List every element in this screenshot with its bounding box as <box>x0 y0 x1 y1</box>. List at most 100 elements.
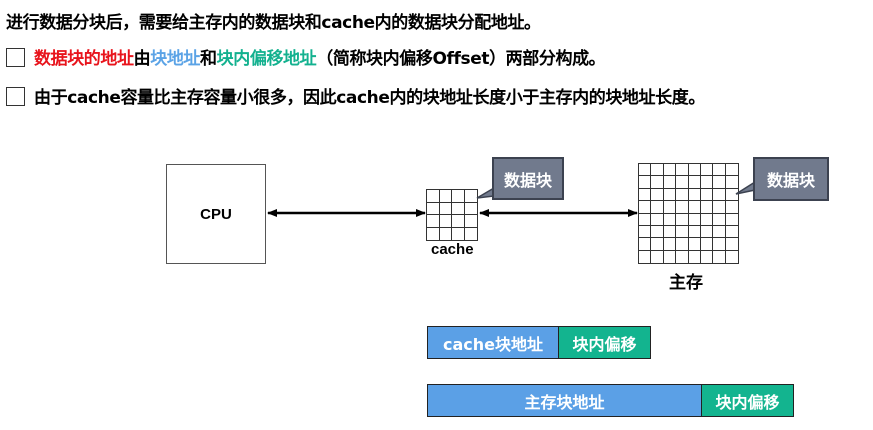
checkbox[interactable] <box>6 48 25 67</box>
highlight-block-data-address: 数据块的地址 <box>34 49 134 69</box>
bullet-address-length: 由于cache容量比主存容量小很多，因此cache内的块地址长度小于主存内的块地… <box>6 83 705 108</box>
grid-cell <box>688 213 701 226</box>
grid-cell <box>452 227 465 240</box>
grid-cell <box>713 238 726 251</box>
grid-cell <box>464 215 477 228</box>
grid-cell <box>700 238 714 251</box>
grid-cell <box>651 188 664 202</box>
checkbox[interactable] <box>6 87 25 106</box>
grid-cell <box>663 164 677 177</box>
text-plain: 由 <box>133 49 151 69</box>
memory-address-format: 主存块地址 块内偏移 <box>427 384 794 417</box>
grid-cell <box>651 250 664 263</box>
cache-address-format: cache块地址 块内偏移 <box>427 326 651 359</box>
grid-cell <box>676 213 689 226</box>
grid-cell <box>700 164 714 177</box>
grid-cell <box>427 227 440 240</box>
grid-cell <box>439 215 452 228</box>
grid-cell <box>427 202 440 215</box>
grid-cell <box>676 176 689 189</box>
grid-cell <box>663 201 677 214</box>
grid-cell <box>639 201 652 214</box>
grid-cell <box>639 238 652 251</box>
highlight-block-address: 块地址 <box>150 49 201 69</box>
grid-cell <box>651 213 664 226</box>
grid-cell <box>725 226 738 239</box>
grid-cell <box>452 215 465 228</box>
grid-cell <box>663 213 677 226</box>
grid-cell <box>427 190 440 203</box>
grid-cell <box>651 164 664 177</box>
grid-cell <box>713 176 726 189</box>
grid-cell <box>676 201 689 214</box>
grid-cell <box>464 203 477 215</box>
grid-cell <box>663 176 677 189</box>
cache-block-address-field: cache块地址 <box>428 327 558 358</box>
grid-cell <box>639 213 652 226</box>
grid-cell <box>464 190 477 203</box>
grid-cell <box>688 201 701 214</box>
grid-cell <box>713 213 726 226</box>
grid-cell <box>676 164 689 177</box>
grid-cell <box>713 164 726 177</box>
grid-cell <box>700 201 714 214</box>
grid-cell <box>725 189 738 202</box>
intro-text: 进行数据分块后，需要给主存内的数据块和cache内的数据块分配地址。 <box>6 13 541 33</box>
grid-cell <box>651 201 664 214</box>
bullet-text: 由于cache容量比主存容量小很多，因此cache内的块地址长度小于主存内的块地… <box>34 88 705 108</box>
cpu-label: CPU <box>200 205 232 223</box>
grid-cell <box>676 250 689 263</box>
memory-data-block-callout: 数据块 <box>753 157 829 201</box>
grid-cell <box>676 238 689 251</box>
grid-cell <box>651 225 664 239</box>
grid-cell <box>439 202 452 215</box>
grid-cell <box>639 250 652 263</box>
grid-cell <box>725 201 738 214</box>
grid-cell <box>452 190 465 203</box>
grid-cell <box>713 188 726 202</box>
memory-offset-field: 块内偏移 <box>701 385 793 416</box>
grid-cell <box>639 188 652 202</box>
grid-cell <box>676 225 689 239</box>
text-plain: （简称块内偏移Offset）两部分构成。 <box>316 49 606 69</box>
memory-label: 主存 <box>669 273 703 293</box>
grid-cell <box>439 190 452 203</box>
grid-cell <box>713 201 726 214</box>
grid-cell <box>688 238 701 251</box>
grid-cell <box>689 250 701 263</box>
grid-cell <box>725 214 738 226</box>
grid-cell <box>688 164 701 177</box>
grid-cell <box>663 225 677 239</box>
grid-cell <box>688 188 701 202</box>
grid-cell <box>639 164 652 177</box>
grid-cell <box>700 225 714 239</box>
grid-cell <box>663 188 677 202</box>
grid-cell <box>663 238 677 251</box>
cache-grid <box>426 189 478 241</box>
bullet-address-composition: 数据块的地址由块地址和块内偏移地址（简称块内偏移Offset）两部分构成。 <box>6 44 606 69</box>
text-plain: 和 <box>200 49 217 69</box>
grid-cell <box>452 202 465 215</box>
grid-cell <box>440 227 452 240</box>
grid-cell <box>725 238 738 251</box>
cpu-box: CPU <box>166 164 266 264</box>
grid-cell <box>700 188 714 202</box>
grid-cell <box>664 250 677 263</box>
grid-cell <box>725 176 738 189</box>
grid-cell <box>639 176 652 189</box>
grid-cell <box>651 176 664 189</box>
memory-block-address-field: 主存块地址 <box>428 385 701 416</box>
cache-data-block-callout: 数据块 <box>492 157 564 200</box>
memory-grid <box>638 163 739 264</box>
highlight-offset-address: 块内偏移地址 <box>216 49 317 69</box>
cache-label: cache <box>431 241 474 258</box>
grid-cell <box>700 176 714 189</box>
grid-cell <box>676 188 689 202</box>
cache-offset-field: 块内偏移 <box>558 327 650 358</box>
grid-cell <box>639 225 652 239</box>
grid-cell <box>651 238 664 251</box>
grid-cell <box>700 213 714 226</box>
grid-cell <box>713 250 726 263</box>
grid-cell <box>688 176 701 189</box>
grid-cell <box>725 164 738 177</box>
